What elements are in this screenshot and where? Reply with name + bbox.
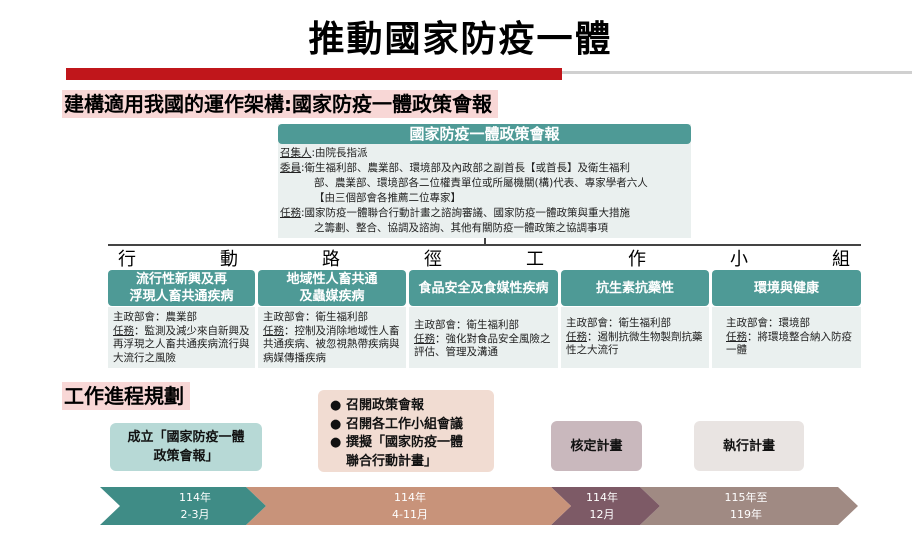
section-heading-process: 工作進程規劃 [62,382,190,410]
group-lead: 主政部會：環境部 [726,317,810,329]
process-step-line: 政策會報」 [153,449,219,464]
group-lead: 主政部會：衛生福利部 [414,319,519,331]
process-step-meetings: ●召開政策會報 ●召開各工作小組會議 ●撰擬「國家防疫一體 聯合行動計畫」 [318,390,494,472]
title-underline-red [66,68,562,80]
page-title: 推動國家防疫一體 [308,19,613,60]
working-group-amr-desc: 主政部會：衛生福利部 任務：遏制抗微生物製劑抗藥性之大流行 [561,307,709,368]
process-step-establish: 成立「國家防疫一體 政策會報」 [110,423,262,471]
group-task-text: ：遏制抗微生物製劑抗藥性之大流行 [566,330,703,357]
members-text-2: 部、農業部、環境部各二位權責單位或所屬機關(構)代表、專家學者六人 [314,177,648,189]
process-item: 聯合行動計畫」 [346,453,438,469]
timeline-segment-execute [640,487,858,525]
timeline-period: 119年 [730,508,762,521]
council-connector [484,238,486,245]
process-step-line: 成立「國家防疫一體 [127,430,245,445]
working-group-zoonotic-emerging-desc: 主政部會：農業部 任務：監測及減少來自新興及再浮現之人畜共通疾病流行與大流行之風… [108,307,255,368]
bullet-icon: ● [330,416,342,432]
tasks-text-1: :國家防疫一體聯合行動計畫之諮詢審議、國家防疫一體政策與重大措施 [301,207,631,219]
members-label: 委員 [280,162,301,174]
timeline-label-1: 114年 2-3月 [155,489,235,523]
wg-heading-char: 路 [322,249,340,270]
title-underline-gray [562,71,912,74]
section-heading-architecture: 建構適用我國的運作架構:國家防疫一體政策會報 [62,90,498,118]
group-task-text: ：監測及減少來自新興及再浮現之人畜共通疾病流行與大流行之風險 [113,324,250,364]
group-task-text: ：控制及消除地域性人畜共通疾病、被忽視熱帶疾病與病媒傳播疾病 [263,324,400,364]
group-title-line: 及蟲媒疾病 [299,289,365,304]
group-lead: 主政部會：衛生福利部 [566,317,671,329]
group-title-line: 浮現人畜共通疾病 [129,289,234,304]
members-text-1: :衛生福利部、農業部、環境部及內政部之副首長【或首長】及衛生福利 [301,162,631,174]
timeline-year: 114年 [586,491,618,504]
group-title-line: 地域性人畜共通 [286,272,378,287]
process-item: 召開各工作小組會議 [346,416,464,432]
wg-heading-char: 小 [730,249,748,270]
working-group-endemic-vector-desc: 主政部會：衛生福利部 任務：控制及消除地域性人畜共通疾病、被忽視熱帶疾病與病媒傳… [258,307,406,368]
group-task-label: 任務 [263,324,284,337]
timeline-period: 12月 [589,508,615,521]
timeline-label-3: 114年 12月 [562,489,642,523]
working-group-amr: 抗生素抗藥性 [561,270,709,306]
timeline-year: 114年 [394,491,426,504]
timeline-period: 2-3月 [180,508,210,521]
wg-heading-char: 工 [526,249,544,270]
group-lead: 主政部會：農業部 [113,311,197,323]
group-task-text: ：將環境整合納入防疫一體 [726,330,852,357]
working-group-food-safety-desc: 主政部會：衛生福利部 任務：強化對食品安全風險之評估、管理及溝通 [409,307,558,368]
group-title-line: 環境與健康 [753,280,819,296]
group-task-label: 任務 [566,330,587,343]
wg-heading-char: 動 [220,249,238,270]
timeline-year: 114年 [179,491,211,504]
timeline-segment-establish [100,487,266,525]
process-item: 召開政策會報 [346,398,425,413]
convener-label: 召集人 [280,147,312,159]
wg-heading-char: 徑 [424,249,442,270]
group-title-line: 流行性新興及再 [135,272,227,287]
timeline-segment-meetings [246,487,571,525]
group-task-label: 任務 [113,324,134,337]
working-group-environment-health-desc: 主政部會：環境部 任務：將環境整合納入防疫一體 [712,307,861,368]
council-heading: 國家防疫一體政策會報 [278,124,691,144]
process-step-approve: 核定計畫 [551,421,642,471]
wg-heading-char: 作 [628,249,646,270]
working-group-zoonotic-emerging: 流行性新興及再 浮現人畜共通疾病 [108,270,255,306]
process-item: 撰擬「國家防疫一體 [346,435,464,450]
tasks-text-2: 之籌劃、整合、協調及諮詢、其他有關防疫一體政策之協調事項 [314,222,608,234]
bullet-icon: ● [330,398,342,413]
wg-heading-char: 行 [118,249,136,270]
working-group-environment-health: 環境與健康 [712,270,861,306]
process-step-execute: 執行計畫 [694,421,804,471]
timeline-year: 115年至 [724,491,768,504]
working-group-endemic-vector: 地域性人畜共通 及蟲媒疾病 [258,270,406,306]
timeline-segment-approve [551,487,660,525]
members-text-3: 【由三個部會各推薦二位專家】 [314,192,461,204]
tasks-label: 任務 [280,207,301,219]
timeline-period: 4-11月 [392,508,428,521]
group-task-label: 任務 [726,330,747,343]
bullet-icon: ● [330,435,342,450]
group-lead: 主政部會：衛生福利部 [263,311,368,323]
timeline-label-4: 115年至 119年 [706,489,786,523]
group-title-line: 抗生素抗藥性 [595,280,674,296]
timeline-label-2: 114年 4-11月 [370,489,450,523]
group-task-label: 任務 [414,332,435,345]
group-task-text: ：強化對食品安全風險之評估、管理及溝通 [414,332,551,359]
working-group-food-safety: 食品安全及食媒性疾病 [409,270,558,306]
working-group-bus-line [108,244,861,246]
wg-heading-char: 組 [832,249,850,270]
group-title-line: 食品安全及食媒性疾病 [418,280,549,296]
council-details: 召集人:由院長指派 委員:衛生福利部、農業部、環境部及內政部之副首長【或首長】及… [280,146,690,236]
convener-text: :由院長指派 [311,147,368,159]
